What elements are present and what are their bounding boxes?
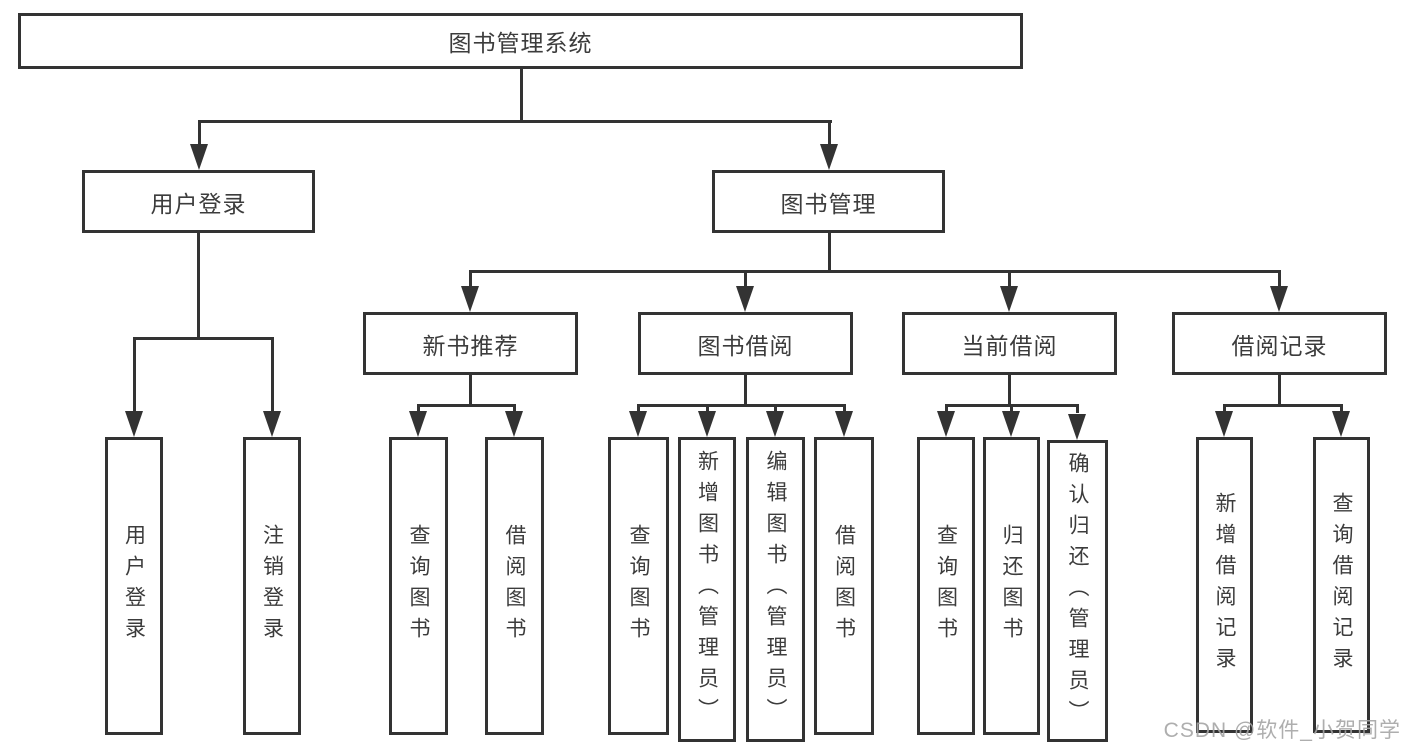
leaf-query-books-borrow: 查询图书	[608, 437, 669, 735]
connector-line	[271, 337, 274, 413]
node-new-book-recommend: 新书推荐	[363, 312, 578, 375]
connector-line	[1223, 404, 1226, 413]
node-borrow-records: 借阅记录	[1172, 312, 1387, 375]
arrow-down-icon	[937, 411, 955, 437]
leaf-logout: 注销登录	[243, 437, 301, 735]
connector-line	[417, 404, 516, 407]
arrow-down-icon	[190, 144, 208, 170]
leaf-confirm-return-admin: 确认归还（管理员）	[1047, 440, 1108, 742]
connector-line	[828, 233, 831, 273]
leaf-borrow-books: 借阅图书	[814, 437, 874, 735]
connector-line	[1010, 404, 1013, 413]
connector-line	[1223, 404, 1343, 407]
connector-line	[1008, 270, 1011, 288]
connector-line	[843, 404, 846, 413]
connector-line	[133, 337, 274, 340]
connector-line	[1278, 270, 1281, 288]
leaf-add-borrow-record: 新增借阅记录	[1196, 437, 1253, 733]
connector-line	[706, 404, 709, 413]
connector-line	[198, 120, 832, 123]
arrow-down-icon	[409, 411, 427, 437]
leaf-query-books-current: 查询图书	[917, 437, 975, 735]
node-book-management: 图书管理	[712, 170, 945, 233]
arrow-down-icon	[263, 411, 281, 437]
arrow-down-icon	[125, 411, 143, 437]
arrow-down-icon	[629, 411, 647, 437]
leaf-query-books-recommend: 查询图书	[389, 437, 448, 735]
arrow-down-icon	[835, 411, 853, 437]
connector-line	[744, 270, 747, 288]
connector-line	[469, 375, 472, 407]
arrow-down-icon	[461, 286, 479, 312]
arrow-down-icon	[1270, 286, 1288, 312]
connector-line	[469, 270, 472, 288]
connector-line	[198, 120, 201, 148]
connector-line	[1076, 404, 1079, 413]
arrow-down-icon	[766, 411, 784, 437]
arrow-down-icon	[1215, 411, 1233, 437]
connector-line	[520, 69, 523, 123]
connector-line	[417, 404, 420, 413]
arrow-down-icon	[698, 411, 716, 437]
node-book-borrow: 图书借阅	[638, 312, 853, 375]
csdn-watermark: CSDN @软件_小贺同学	[1163, 719, 1401, 742]
connector-line	[637, 404, 846, 407]
connector-line	[1008, 375, 1011, 407]
arrow-down-icon	[736, 286, 754, 312]
connector-line	[1278, 375, 1281, 407]
connector-line	[774, 404, 777, 413]
node-current-borrow: 当前借阅	[902, 312, 1117, 375]
connector-line	[744, 375, 747, 407]
arrow-down-icon	[1002, 411, 1020, 437]
leaf-query-borrow-record: 查询借阅记录	[1313, 437, 1370, 733]
arrow-down-icon	[1068, 414, 1086, 440]
connector-line	[133, 337, 136, 413]
root-box-library-system: 图书管理系统	[18, 13, 1023, 69]
leaf-add-book-admin: 新增图书（管理员）	[678, 437, 736, 742]
leaf-return-book: 归还图书	[983, 437, 1040, 735]
leaf-edit-book-admin: 编辑图书（管理员）	[746, 437, 805, 742]
connector-line	[945, 404, 948, 413]
arrow-down-icon	[1332, 411, 1350, 437]
connector-line	[197, 233, 200, 340]
node-user-login: 用户登录	[82, 170, 315, 233]
connector-line	[1340, 404, 1343, 413]
arrow-down-icon	[1000, 286, 1018, 312]
connector-line	[637, 404, 640, 413]
leaf-borrow-books-recommend: 借阅图书	[485, 437, 544, 735]
arrow-down-icon	[505, 411, 523, 437]
connector-line	[513, 404, 516, 413]
arrow-down-icon	[820, 144, 838, 170]
leaf-user-login: 用户登录	[105, 437, 163, 735]
connector-line	[469, 270, 1281, 273]
connector-line	[828, 120, 831, 148]
